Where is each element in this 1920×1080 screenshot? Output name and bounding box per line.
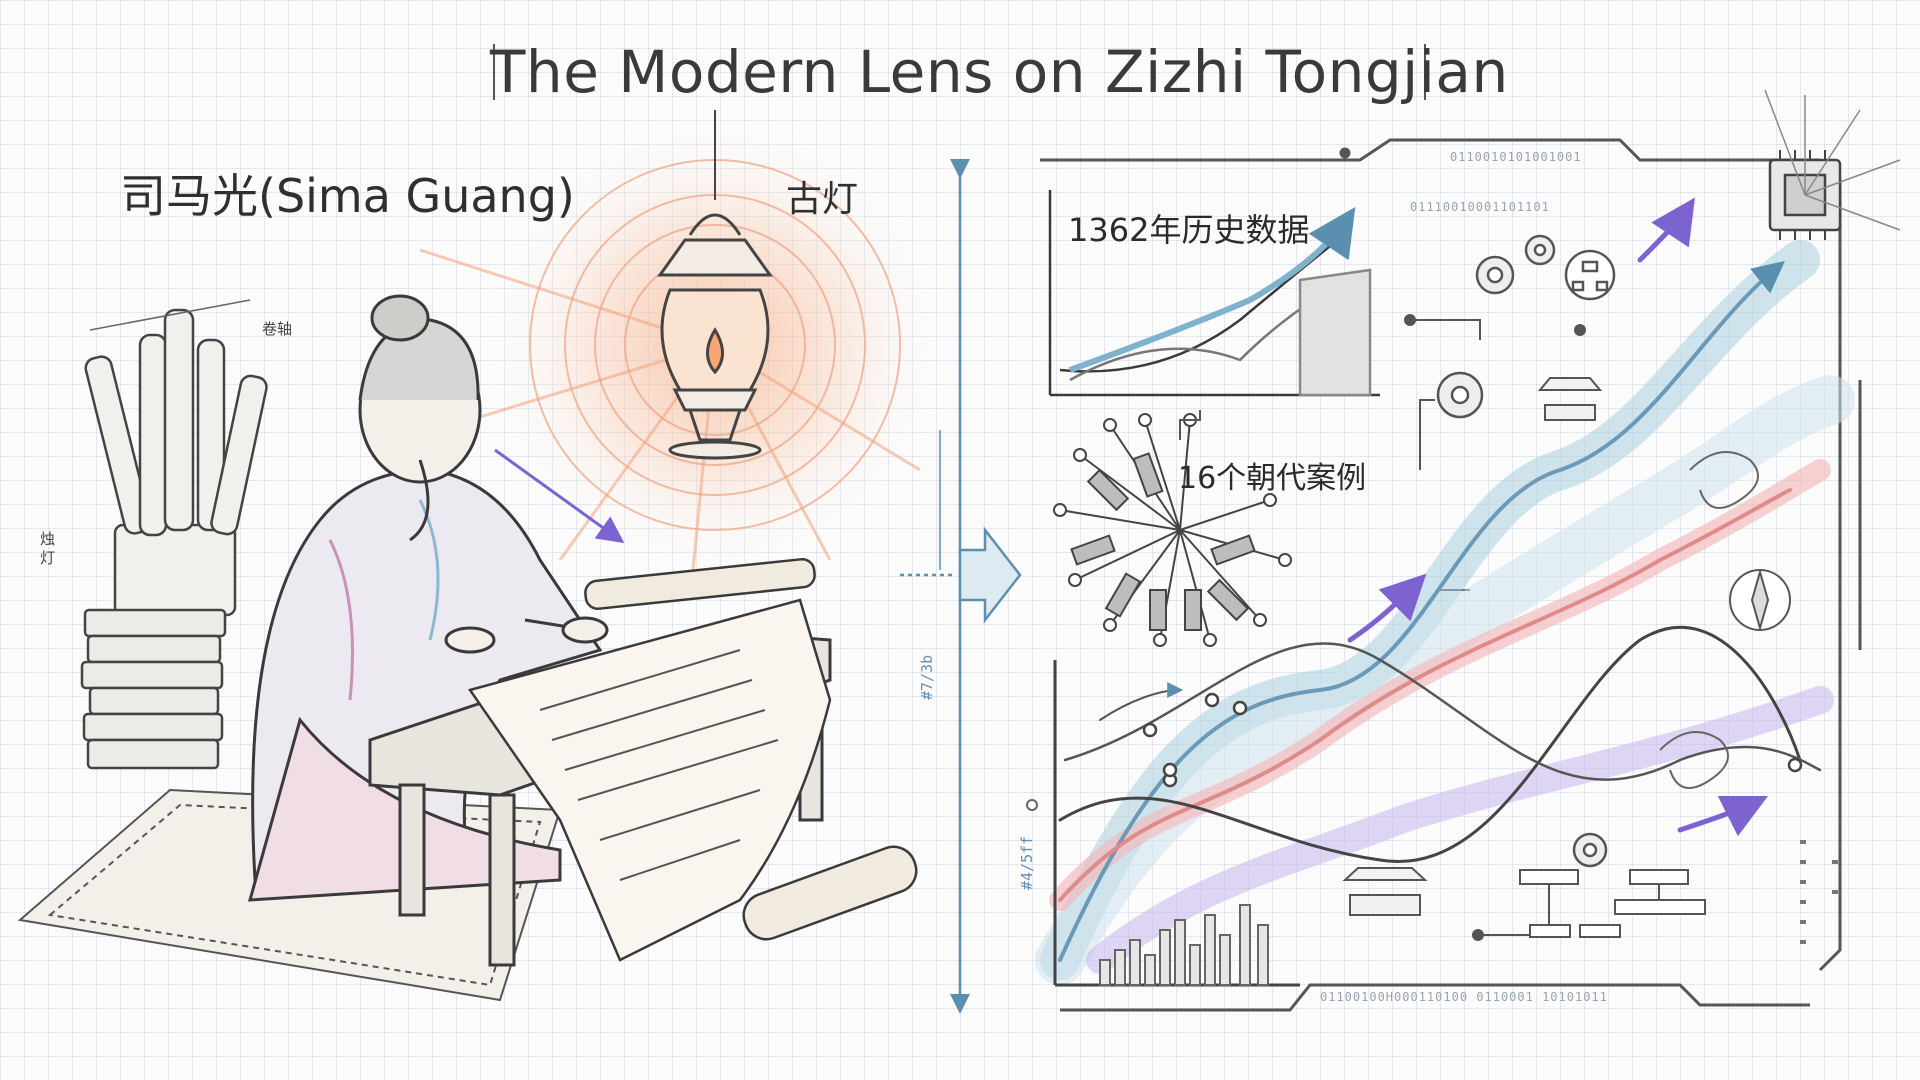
- trend-data-points: [1142, 692, 1803, 788]
- lantern-side-label: 烛灯: [40, 530, 56, 567]
- dynasty-radial-diagram: [1053, 410, 1292, 647]
- compass-icon: [1729, 568, 1791, 632]
- unrolled-scroll: [467, 557, 918, 962]
- lamp-label: 古灯: [786, 179, 859, 220]
- flowchart-diagram: [1472, 869, 1706, 941]
- panel-divider: [900, 159, 1022, 1014]
- circuit-dots: [1800, 840, 1838, 944]
- scroll-label: 卷轴: [262, 320, 293, 338]
- skyline-bar-chart: [1026, 660, 1300, 987]
- pagoda-icon: [1342, 377, 1603, 916]
- trend-ribbons: [1035, 197, 1855, 985]
- purple-pointer-arrows: [494, 448, 625, 544]
- history-data-chart: [1048, 190, 1380, 397]
- divider-annotation: #7/3b: [918, 654, 936, 700]
- binary-string: 0110010101001001: [1450, 150, 1582, 164]
- author-label: 司马光(Sima Guang): [120, 169, 575, 223]
- stat-dynasties-label: 16个朝代案例: [1178, 461, 1367, 496]
- ancient-lamp: [657, 110, 773, 460]
- page-title: The Modern Lens on Zizhi Tongjian: [490, 38, 1509, 106]
- binary-string: 01100100H000110100 0110001 10101011: [1320, 990, 1608, 1004]
- hierarchy-icon: [1564, 249, 1616, 301]
- dragon-motif: [1659, 451, 1759, 789]
- book-stack: [80, 608, 227, 770]
- binary-string: 01110010001101101: [1410, 200, 1550, 214]
- scholar-figure: [247, 294, 609, 902]
- scroll-bundle: [84, 299, 268, 617]
- chip-burst: [1764, 89, 1901, 231]
- gear-icon: [1436, 234, 1608, 868]
- chart-axis-annotation: #4/5ff: [1018, 835, 1036, 890]
- title-underline: [462, 44, 1460, 110]
- stat-years-label: 1362年历史数据: [1068, 211, 1310, 249]
